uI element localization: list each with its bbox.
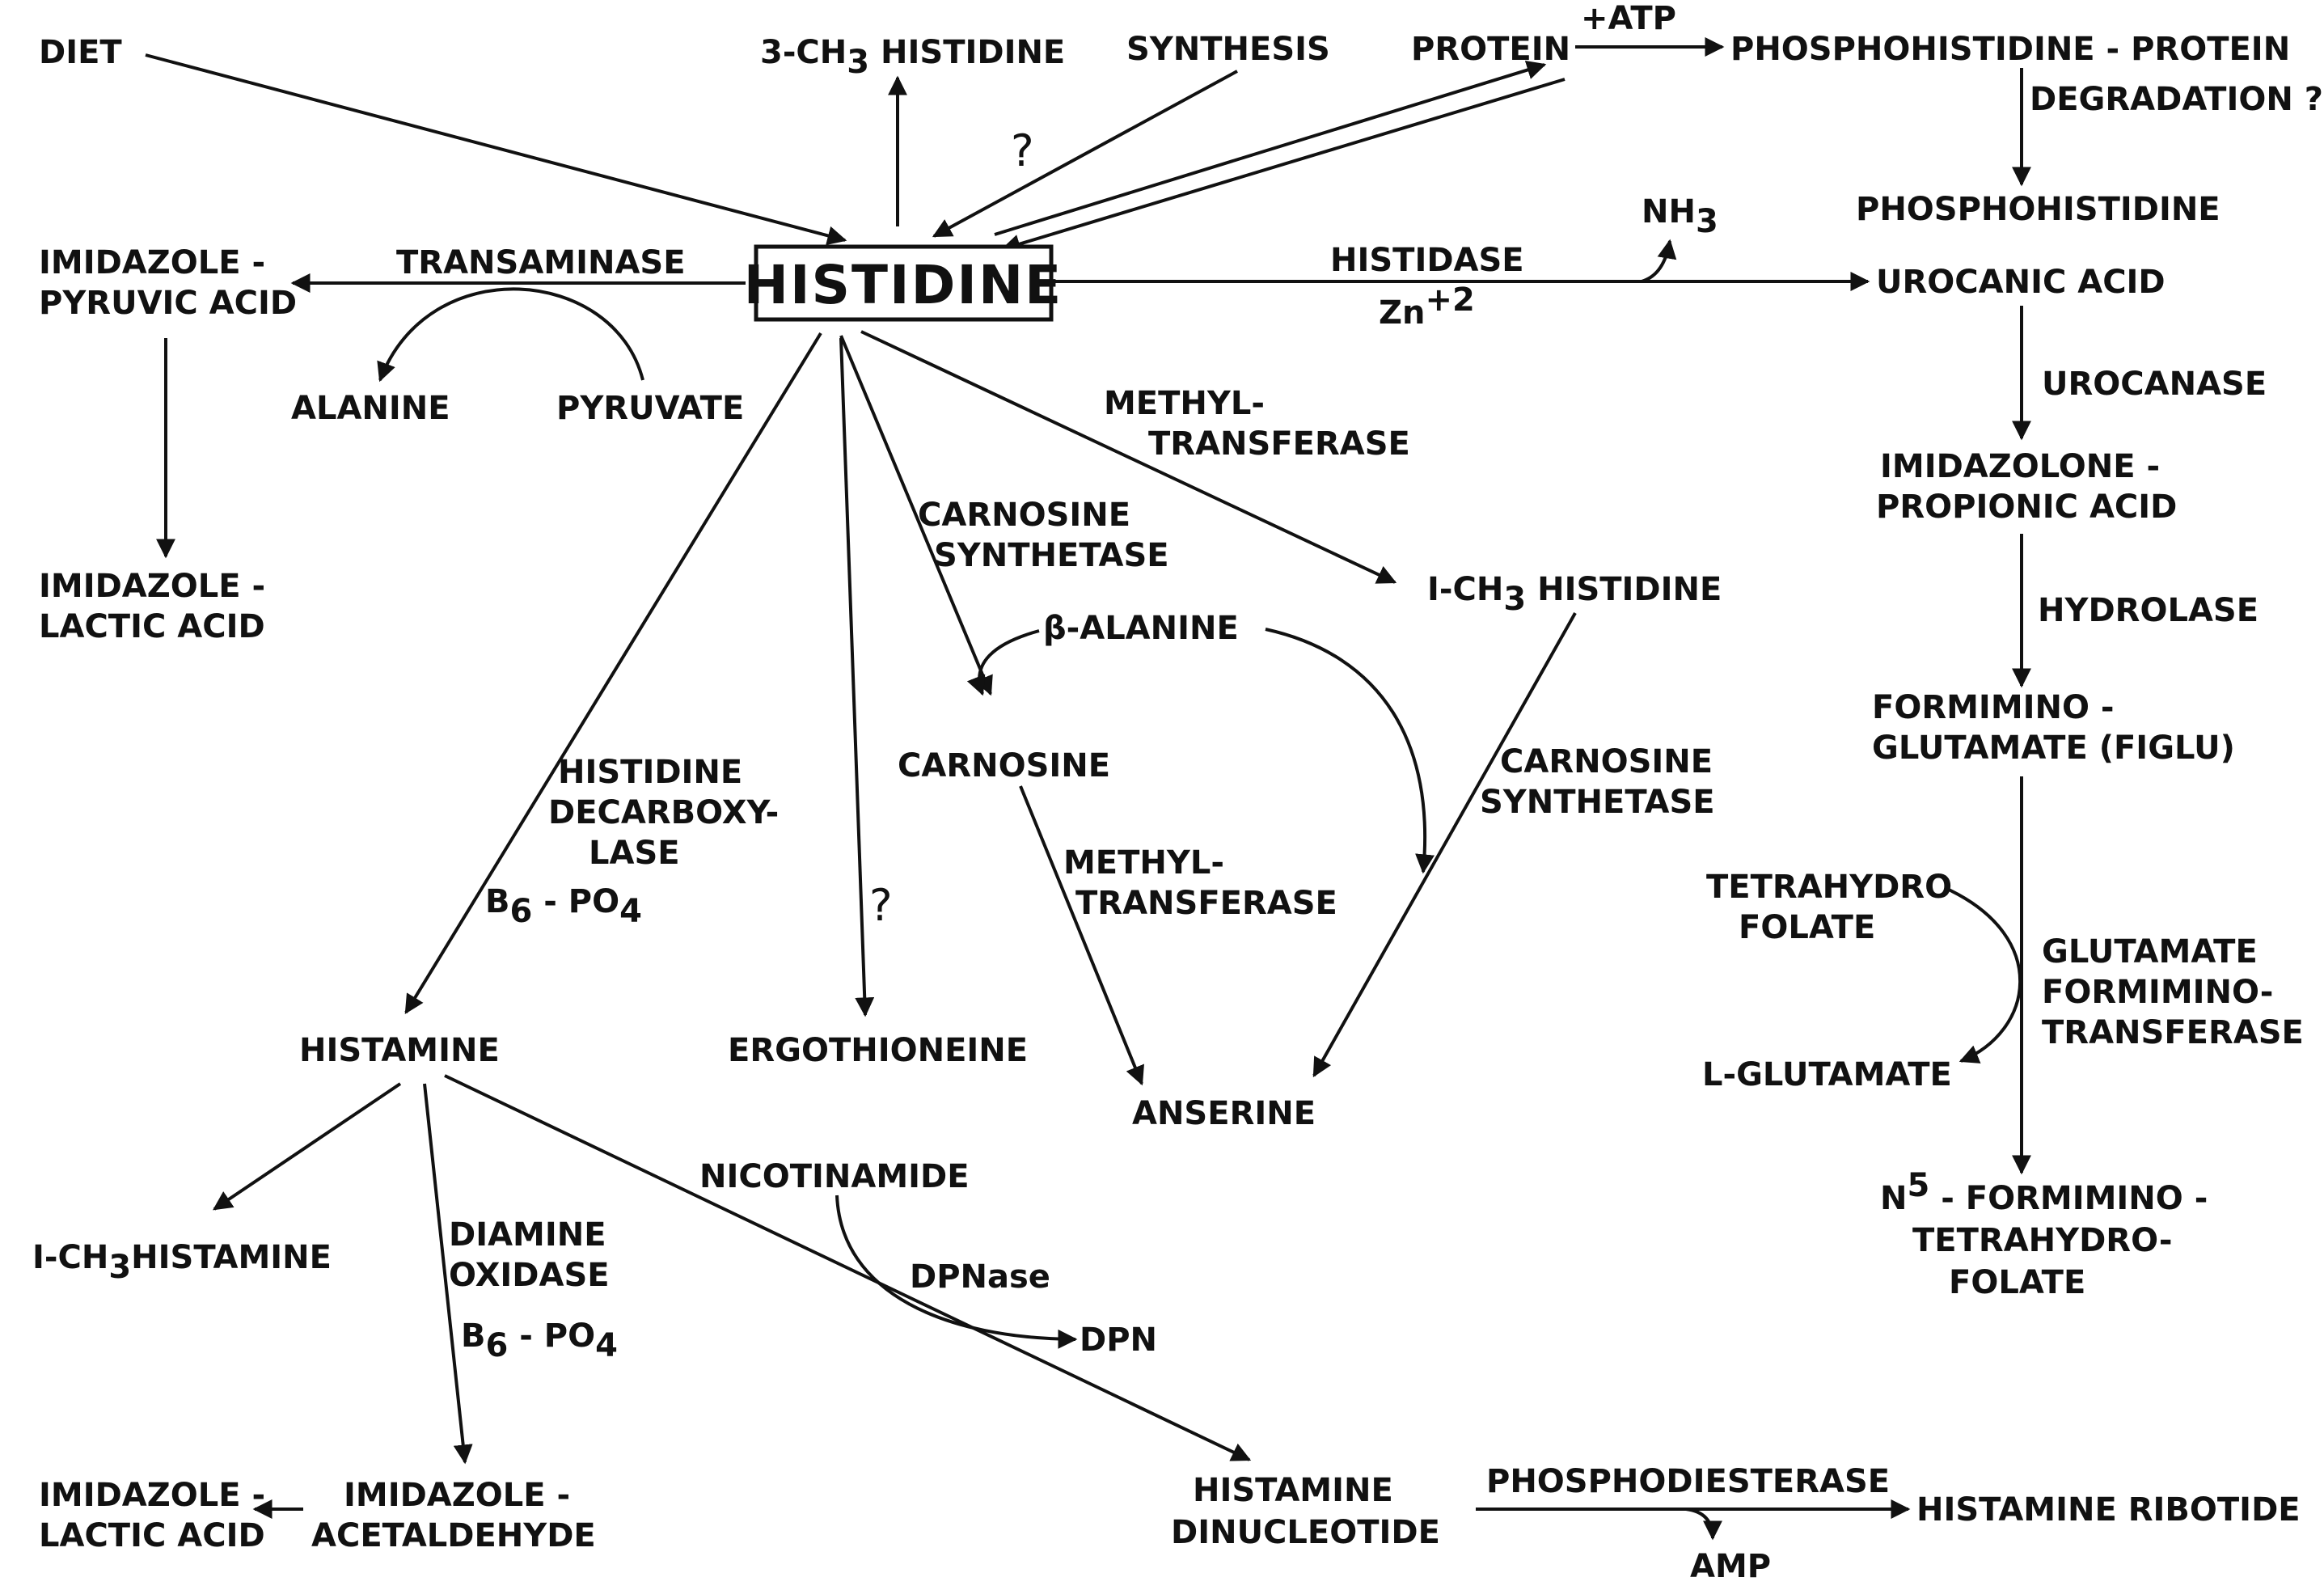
label-urocanase: UROCANASE — [2042, 366, 2267, 403]
node-tetrahydrofolate: TETRAHYDRO FOLATE — [1706, 869, 1963, 946]
node-1-methylhistidine: I-CH3 HISTIDINE — [1427, 571, 1722, 618]
edge-histidine-carnosine — [839, 335, 993, 696]
edge-histidine-ergothioneine — [839, 337, 875, 1017]
node-imidazole-pyruvic-acid: IMIDAZOLE - PYRUVIC ACID — [39, 244, 297, 322]
label-b6po4-top: B6 - PO4 — [485, 883, 642, 930]
ergothioneine-question-mark: ? — [869, 880, 893, 931]
node-figlu: FORMIMINO - GLUTAMATE (FIGLU) — [1872, 689, 2235, 767]
label-histidase: HISTIDASE — [1330, 242, 1524, 279]
node-diet: DIET — [39, 34, 122, 71]
node-nh3: NH3 — [1642, 193, 1718, 240]
edge-histidine-protein — [994, 60, 1547, 236]
edge-histidine-histamine — [404, 332, 822, 1015]
node-carnosine: CARNOSINE — [898, 747, 1110, 784]
node-alanine: ALANINE — [291, 390, 450, 427]
edge-protein-histidine — [1000, 78, 1566, 254]
node-histamine-ribotide: HISTAMINE RIBOTIDE — [1916, 1491, 2301, 1529]
node-imidazole-acetaldehyde: IMIDAZOLE - ACETALDEHYDE — [311, 1477, 596, 1554]
label-transaminase: TRANSAMINASE — [396, 244, 686, 281]
edge-carnosine-anserine — [1019, 785, 1144, 1086]
label-degradation: DEGRADATION ? — [2030, 81, 2323, 118]
node-histamine: HISTAMINE — [299, 1032, 500, 1069]
edge-nicotinamide-dpn — [835, 1195, 1078, 1349]
edge-histidine-1methylhistidine — [860, 330, 1397, 584]
label-phosphodiesterase: PHOSPHODIESTERASE — [1486, 1463, 1890, 1500]
node-phosphohistidine: PHOSPHOHISTIDINE — [1856, 191, 2220, 228]
node-phosphohistidine-protein: PHOSPHOHISTIDINE - PROTEIN — [1730, 31, 2290, 68]
label-methyltransferase-top: METHYL- TRANSFERASE — [1104, 385, 1410, 463]
node-l-glutamate: L-GLUTAMATE — [1702, 1056, 1952, 1093]
node-beta-alanine: β-ALANINE — [1043, 610, 1239, 647]
label-b6po4-bottom: B6 - PO4 — [461, 1317, 618, 1364]
edge-amp-release — [1685, 1508, 1722, 1541]
node-nicotinamide: NICOTINAMIDE — [699, 1158, 970, 1195]
node-pyruvate: PYRUVATE — [556, 390, 744, 427]
label-hydrolase: HYDROLASE — [2038, 592, 2259, 629]
node-ergothioneine: ERGOTHIONEINE — [728, 1032, 1028, 1069]
label-methyltransferase-mid: METHYL- TRANSFERASE — [1063, 844, 1337, 922]
node-3-methylhistidine: 3-CH3 HISTIDINE — [760, 34, 1065, 81]
edge-diet-histidine — [145, 53, 847, 246]
node-1-methylhistamine: I-CH3HISTAMINE — [32, 1239, 332, 1286]
node-n5-formiminotetrahydrofolate: N5 - FORMIMINO - TETRAHYDRO- FOLATE — [1880, 1167, 2219, 1301]
histidine-label: HISTIDINE — [744, 254, 1063, 316]
label-carnosine-synthetase-right: CARNOSINE SYNTHETASE — [1480, 743, 1724, 821]
edge-nh3-release — [1641, 239, 1677, 283]
label-diamine-oxidase: DIAMINE OXIDASE — [449, 1216, 617, 1294]
pathway-edges — [145, 37, 2031, 1541]
label-zinc: Zn+2 — [1379, 281, 1475, 332]
edge-synthesis-histidine — [932, 70, 1238, 238]
node-imidazole-lactic-acid-bottom: IMIDAZOLE - LACTIC ACID — [39, 1477, 277, 1554]
edge-histamine-methylhistamine — [213, 1082, 402, 1211]
edge-histamine-dinucleotide — [444, 1074, 1252, 1461]
edge-betaalanine-carnosine — [966, 629, 1040, 696]
node-histamine-dinucleotide: HISTAMINE DINUCLEOTIDE — [1171, 1472, 1440, 1551]
node-protein: PROTEIN — [1411, 31, 1570, 68]
node-synthesis: SYNTHESIS — [1126, 31, 1330, 68]
edge-thf-glutamate — [1948, 888, 2022, 1064]
node-dpn: DPN — [1080, 1321, 1157, 1359]
node-amp: AMP — [1690, 1548, 1771, 1585]
label-histidine-decarboxylase: HISTIDINE DECARBOXY- LASE — [548, 754, 790, 872]
label-glutamate-formiminotransferase: GLUTAMATE FORMIMINO- TRANSFERASE — [2042, 933, 2304, 1051]
node-imidazolone-propionic: IMIDAZOLONE - PROPIONIC ACID — [1876, 448, 2177, 526]
node-anserine: ANSERINE — [1132, 1095, 1316, 1132]
node-imidazole-lactic-acid-top: IMIDAZOLE - LACTIC ACID — [39, 568, 277, 645]
synthesis-question-mark: ? — [1011, 125, 1034, 176]
edge-betaalanine-anserine — [1265, 628, 1435, 874]
node-urocanic-acid: UROCANIC ACID — [1876, 264, 2166, 301]
edge-histamine-acetaldehyde — [423, 1083, 473, 1465]
label-dpnase: DPNase — [910, 1258, 1050, 1296]
histidine-box — [754, 244, 1054, 322]
edge-1methylhistidine-anserine — [1312, 612, 1577, 1078]
edge-pyruvate-alanine — [377, 287, 644, 383]
label-atp: +ATP — [1581, 0, 1676, 37]
label-carnosine-synthetase-left: CARNOSINE SYNTHETASE — [918, 497, 1169, 574]
